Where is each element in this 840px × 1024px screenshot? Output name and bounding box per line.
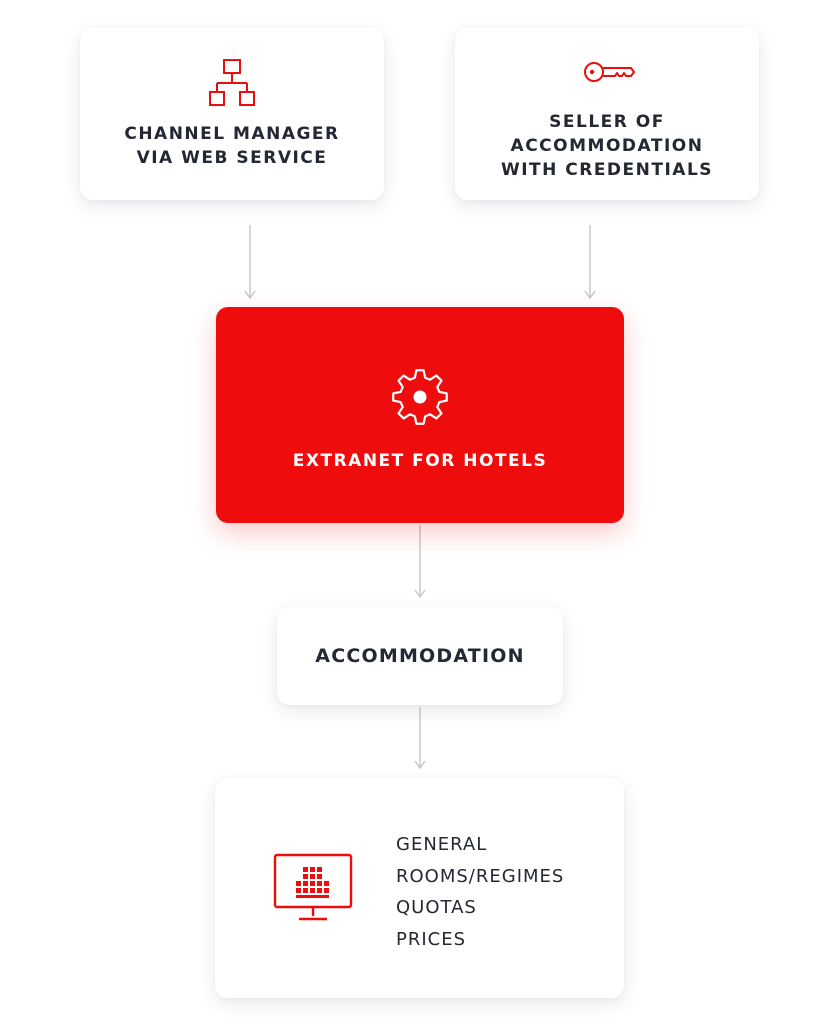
module-item-rooms-regimes: ROOMS/REGIMES: [396, 865, 565, 887]
accommodation-label: ACCOMMODATION: [315, 645, 525, 667]
accommodation-card: ACCOMMODATION: [277, 607, 563, 705]
extranet-label: EXTRANET FOR HOTELS: [292, 451, 548, 471]
module-list: GENERAL ROOMS/REGIMES QUOTAS PRICES: [396, 829, 564, 955]
seller-card: SELLER OF ACCOMMODATION WITH CREDENTIALS: [455, 28, 759, 200]
extranet-card: EXTRANET FOR HOTELS: [216, 307, 624, 523]
gear-icon: [392, 369, 448, 425]
module-item-quotas: QUOTAS: [396, 897, 477, 918]
monitor-building-icon: [273, 853, 353, 921]
module-item-prices: PRICES: [396, 928, 467, 950]
arrow-accommodation-to-modules: [414, 707, 426, 770]
arrow-extranet-to-accommodation: [414, 525, 426, 599]
channel-manager-label: CHANNEL MANAGER VIA WEB SERVICE: [124, 124, 340, 168]
modules-card: GENERAL ROOMS/REGIMES QUOTAS PRICES: [215, 778, 624, 998]
key-icon: [584, 62, 635, 82]
arrow-seller-to-extranet: [584, 225, 596, 300]
module-item-general: GENERAL: [396, 834, 488, 855]
seller-label: SELLER OF ACCOMMODATION WITH CREDENTIALS: [500, 112, 714, 180]
channel-manager-card: CHANNEL MANAGER VIA WEB SERVICE: [80, 28, 384, 200]
hierarchy-icon: [209, 59, 255, 106]
arrow-channel-to-extranet: [244, 225, 256, 300]
